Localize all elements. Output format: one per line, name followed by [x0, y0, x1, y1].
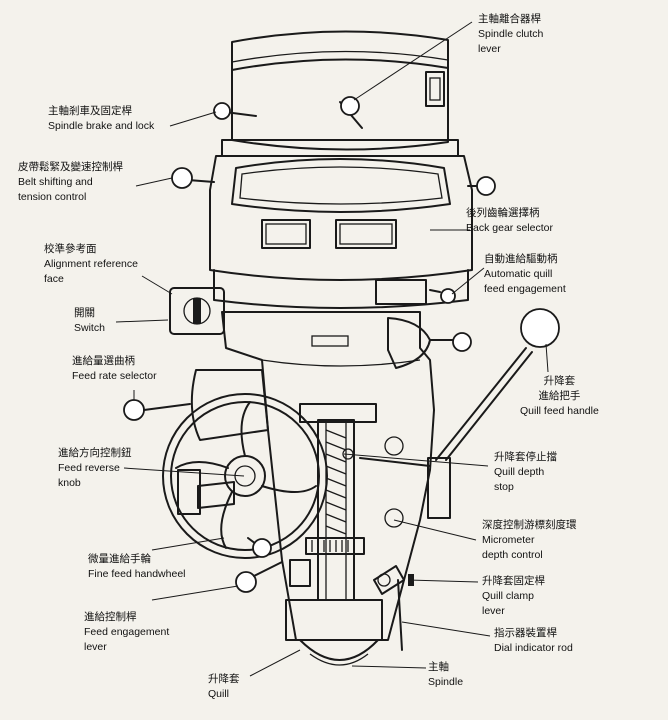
label-en-line2: face	[44, 273, 64, 285]
label-zh: 開關	[74, 307, 95, 319]
label-zh: 進給方向控制鈕	[58, 447, 132, 459]
label-zh: 升降套固定桿	[482, 575, 545, 587]
label-zh: 微量進給手輪	[88, 553, 151, 565]
label-feed-reverse: 進給方向控制鈕 Feed reverse knob	[58, 446, 132, 491]
label-fine-feed: 微量進給手輪 Fine feed handwheel	[88, 552, 186, 582]
label-en: Feed engagement	[84, 626, 170, 638]
label-en: Spindle clutch	[478, 28, 544, 40]
label-en-line2: tension control	[18, 191, 87, 203]
label-feed-engagement: 進給控制桿 Feed engagement lever	[84, 610, 169, 655]
label-en-line2: knob	[58, 477, 81, 489]
label-quill: 升降套 Quill	[208, 672, 240, 702]
leader-lines	[115, 21, 549, 677]
label-zh: 升降套	[208, 673, 240, 685]
label-zh-line2: 進給把手	[538, 390, 581, 402]
label-automatic-quill: 自動進給驅動柄 Automatic quill feed engagement	[484, 252, 566, 297]
motor-housing	[221, 30, 459, 157]
label-zh: 進給控制桿	[84, 611, 137, 623]
label-en-line2: feed engagement	[484, 283, 566, 295]
label-back-gear: 後列齒輪選擇柄 Back gear selector	[466, 206, 553, 236]
label-micrometer: 深度控制游標刻度環 Micrometer depth control	[482, 518, 577, 563]
feed-rate-knob	[123, 399, 145, 421]
label-en: Quill feed handle	[520, 405, 599, 417]
label-zh: 校準參考面	[44, 243, 97, 255]
label-zh: 主軸離合器桿	[478, 13, 541, 25]
label-zh: 主軸	[428, 661, 449, 673]
fine-feed-handwheel-drawing	[162, 393, 328, 593]
label-zh: 指示器裝置桿	[494, 627, 557, 639]
label-spindle: 主軸 Spindle	[428, 660, 463, 690]
label-zh: 自動進給驅動柄	[484, 253, 558, 265]
label-en: Feed rate selector	[72, 370, 157, 382]
label-zh: 皮帶鬆緊及變速控制桿	[18, 161, 123, 173]
label-en: Alignment reference	[44, 258, 138, 270]
quill-feed-handle-drawing	[435, 308, 560, 461]
label-en: Switch	[74, 322, 105, 334]
label-alignment-face: 校準參考面 Alignment reference face	[44, 242, 138, 287]
label-spindle-brake: 主軸剎車及固定桿 Spindle brake and lock	[48, 104, 154, 134]
label-en: Quill depth	[494, 466, 545, 478]
switch-box	[169, 287, 225, 335]
label-en: Spindle brake and lock	[48, 120, 155, 132]
label-en: Micrometer	[482, 534, 535, 546]
label-en-line2: lever	[478, 43, 501, 55]
label-en-line2: stop	[494, 481, 514, 493]
label-en: Quill	[208, 688, 230, 700]
belt-housing	[209, 155, 473, 309]
label-en: Fine feed handwheel	[88, 568, 186, 580]
label-en-line2: lever	[84, 641, 107, 653]
label-en: Back gear selector	[466, 222, 553, 234]
label-feed-rate: 進給量選曲柄 Feed rate selector	[72, 354, 157, 384]
label-quill-depth-stop: 升降套停止擋 Quill depth stop	[494, 450, 557, 495]
top-levers	[171, 96, 496, 304]
spindle-nose	[299, 639, 379, 661]
label-en-line2: lever	[482, 605, 505, 617]
label-en: Dial indicator rod	[494, 642, 573, 654]
label-en: Quill clamp	[482, 590, 534, 602]
label-en: Feed reverse	[58, 462, 120, 474]
label-dial-indicator: 指示器裝置桿 Dial indicator rod	[494, 626, 573, 656]
label-belt-shifting: 皮帶鬆緊及變速控制桿 Belt shifting and tension con…	[18, 160, 123, 205]
label-zh: 升降套停止擋	[494, 451, 557, 463]
label-zh: 後列齒輪選擇柄	[466, 207, 540, 219]
label-en: Spindle	[428, 676, 464, 688]
label-quill-clamp: 升降套固定桿 Quill clamp lever	[482, 574, 545, 619]
label-spindle-clutch: 主軸離合器桿 Spindle clutch lever	[478, 12, 543, 57]
label-en: Automatic quill	[484, 268, 553, 280]
label-zh: 深度控制游標刻度環	[482, 519, 577, 531]
label-zh: 進給量選曲柄	[72, 355, 135, 367]
label-switch: 開關 Switch	[74, 306, 105, 336]
label-zh: 主軸剎車及固定桿	[48, 105, 132, 117]
quill-housing	[190, 311, 472, 651]
label-en-line2: depth control	[482, 549, 543, 561]
label-quill-feed-handle: 升降套 進給把手 Quill feed handle	[520, 374, 599, 419]
label-en: Belt shifting and	[18, 176, 93, 188]
label-zh: 升降套	[543, 375, 576, 387]
